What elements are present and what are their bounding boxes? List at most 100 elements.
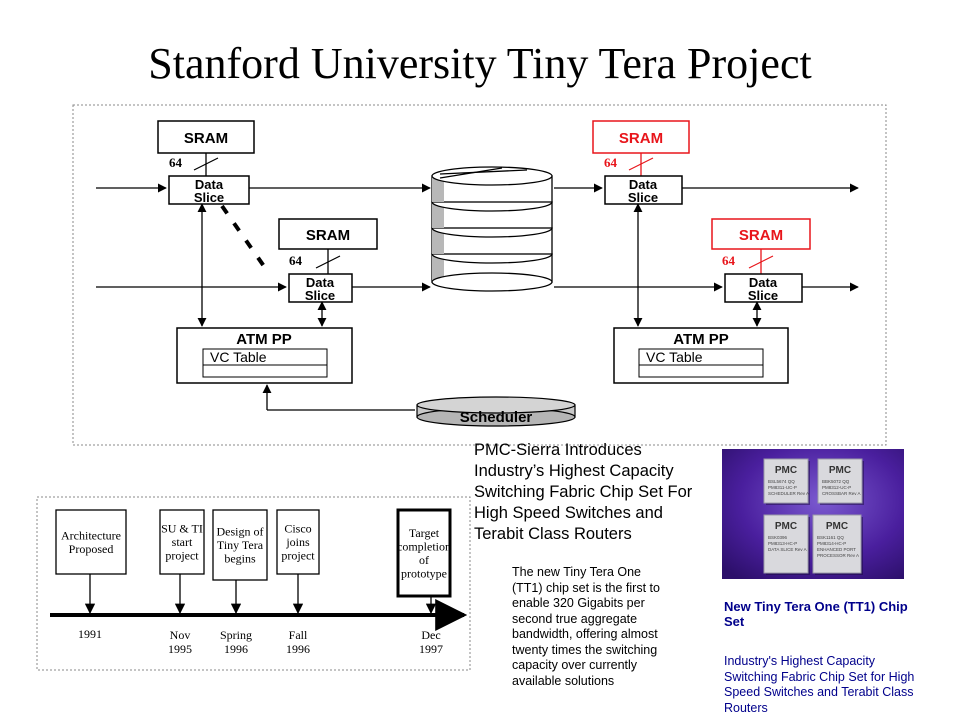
milestone-label: start [172,535,193,549]
chip-marking: SCHEDULER Rev A [768,491,809,496]
chip-brand: PMC [829,465,851,476]
data-slice-3: Data Slice [604,175,683,205]
chip-brand: PMC [775,465,797,476]
sram-label: SRAM [619,130,663,147]
sram-block-1: SRAM [157,120,255,154]
milestone-date: Dec [421,628,440,642]
chip-marking: CROSSBAR Rev A [822,491,861,496]
milestone-label: project [281,549,315,563]
milestone-label: joins [285,535,310,549]
body-line: bandwidth, offering almost [512,627,658,641]
milestone-date: Spring [220,628,252,642]
milestone-date: 1996 [286,642,310,656]
chip-marking: PM8313-HC-P [768,541,797,546]
milestone-label: Proposed [69,542,114,556]
milestone-label: completion [397,539,451,553]
bus-width-label: 64 [169,155,183,170]
switch-architecture-diagram: SRAM SRAM SRAM SRAM 64 64 64 64 Data Sli… [72,104,887,446]
sram-block-2: SRAM [278,218,378,250]
svg-text:VC Table: VC Table [646,349,703,365]
headline-line: Industry’s Highest Capacity [474,462,674,480]
svg-text:VC Table: VC Table [210,349,267,365]
caption-title-line: New Tiny Tera One (TT1) Chip [724,599,908,614]
chip-marking: DATA SLICE Rev A [768,547,807,552]
milestone-label: project [165,549,199,563]
chip-marking: PM8314-HC-P [817,541,846,546]
vc-table [638,348,764,378]
milestone-label: SU & TI [161,522,203,536]
diagram-frame [72,104,887,446]
svg-text:Scheduler: Scheduler [460,409,533,426]
svg-text:Data: Data [195,177,224,192]
body-line: enable 320 Gigabits per [512,596,645,610]
caption-description-line: Industry's Highest Capacity [724,654,876,668]
chip-brand: PMC [826,521,848,532]
svg-text:Slice: Slice [748,288,778,303]
milestone-label: Cisco [284,522,311,536]
chip-marking: ENHANCED PORT [817,547,856,552]
bus-width-label: 64 [604,155,618,170]
caption-description-line: Speed Switches and Terabit Class [724,685,914,699]
vc-table [202,348,328,378]
milestone-label: prototype [401,566,447,580]
milestone-date: 1995 [168,642,192,656]
body-line: capacity over currently [512,658,638,672]
caption-title-line: Set [724,614,745,629]
sram-label: SRAM [184,130,228,147]
timeline-frame [36,496,471,671]
data-slice-2: Data Slice [288,273,353,303]
svg-text:ATM PP: ATM PP [236,331,292,348]
svg-text:Slice: Slice [305,288,335,303]
svg-text:ATM PP: ATM PP [673,331,729,348]
milestone-date: 1997 [419,642,443,656]
data-slice-1: Data Slice [168,175,250,205]
chip-marking: BSL5674 QQ [768,479,795,484]
scheduler: Scheduler [416,396,576,427]
headline-line: High Speed Switches and [474,504,663,522]
headline-line: Switching Fabric Chip Set For [474,483,693,501]
page-title: Stanford University Tiny Tera Project [148,39,812,88]
data-slice-4: Data Slice [724,273,803,303]
chip-marking: PM8312-UC-P [822,485,851,490]
caption-description-line: Switching Fabric Chip Set for High [724,669,915,684]
headline-line: Terabit Class Routers [474,525,632,543]
milestone-date: 1991 [78,627,102,641]
body-line: (TT1) chip set is the first to [512,580,660,595]
atm-pp-right: ATM PP VC Table [613,327,789,384]
milestone-label: Architecture [61,528,121,542]
sram-label: SRAM [306,227,350,244]
milestone-date: 1996 [224,642,248,656]
body-line: second true aggregate [512,611,638,626]
sram-block-4-highlighted: SRAM [711,218,811,250]
press-body: The new Tiny Tera One(TT1) chip set is t… [512,565,702,689]
body-line: The new Tiny Tera One [512,565,642,579]
milestone-label: Target [409,526,440,540]
body-line: twenty times the switching [512,642,658,657]
milestone-label: of [419,553,429,567]
milestone-label: begins [224,552,256,566]
chip-marking: PROCESSOR Rev A [817,553,859,558]
svg-text:Data: Data [629,177,658,192]
bus-width-label: 64 [722,253,736,268]
chip-marking: PM8311-UC-P [768,485,797,490]
chip-marking: BSK1161 QQ [817,535,844,540]
milestone-date: Fall [289,628,308,642]
svg-text:Slice: Slice [628,190,658,205]
milestone-label: Tiny Tera [217,538,264,552]
svg-text:Data: Data [306,275,335,290]
svg-text:Data: Data [749,275,778,290]
chip-marking: BBK5072 QQ [822,479,850,484]
